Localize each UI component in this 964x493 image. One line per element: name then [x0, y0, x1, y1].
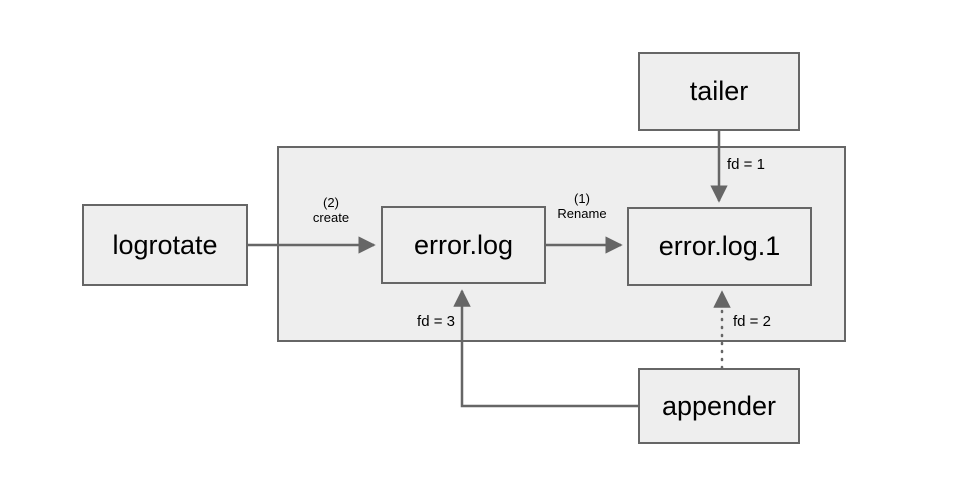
node-appender[interactable]: appender	[638, 368, 800, 444]
node-tailer-label: tailer	[689, 76, 749, 106]
node-appender-label: appender	[661, 390, 777, 421]
edge-fd3	[453, 289, 638, 408]
node-error-log-label: error.log	[413, 229, 514, 260]
edge-label-fd1: fd = 1	[727, 156, 765, 173]
node-error-log[interactable]: error.log	[381, 206, 546, 284]
node-tailer[interactable]: tailer	[638, 52, 800, 131]
node-error-log-1[interactable]: error.log.1	[627, 207, 812, 286]
edge-label-rename: (1) Rename	[557, 191, 607, 221]
edge-label-fd3: fd = 3	[417, 313, 455, 330]
edge-label-create: (2) create	[312, 195, 350, 225]
node-logrotate[interactable]: logrotate	[82, 204, 248, 286]
edge-label-fd2: fd = 2	[733, 313, 771, 330]
node-logrotate-label: logrotate	[112, 229, 218, 260]
node-error-log-1-label: error.log.1	[658, 231, 781, 261]
